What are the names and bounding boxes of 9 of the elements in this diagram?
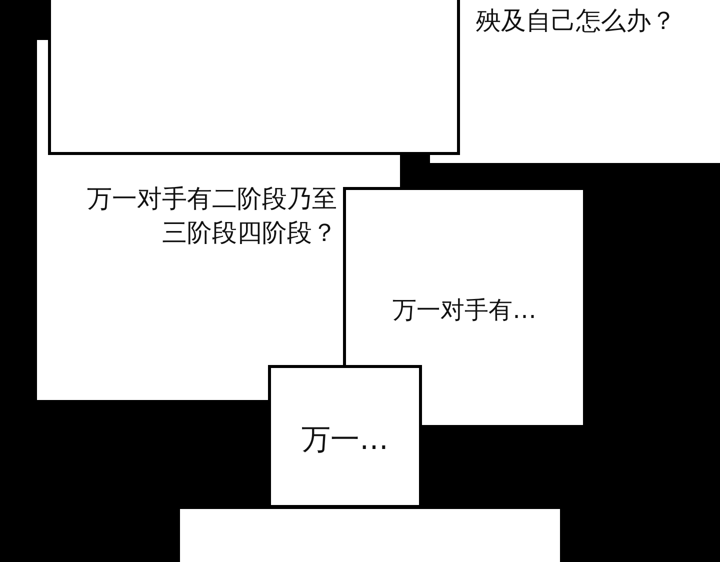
speech-box <box>268 365 422 508</box>
speech-panel <box>430 0 720 163</box>
speech-text: 万一对手有二阶段乃至三阶段四阶段？ <box>86 183 337 249</box>
speech-box <box>343 187 586 428</box>
speech-text: 殃及自己怎么办？ <box>476 5 677 37</box>
panel-box <box>180 509 560 562</box>
panel-box <box>48 0 460 155</box>
speech-text: 万一… <box>300 421 390 458</box>
speech-text: 万一对手有… <box>392 295 538 326</box>
